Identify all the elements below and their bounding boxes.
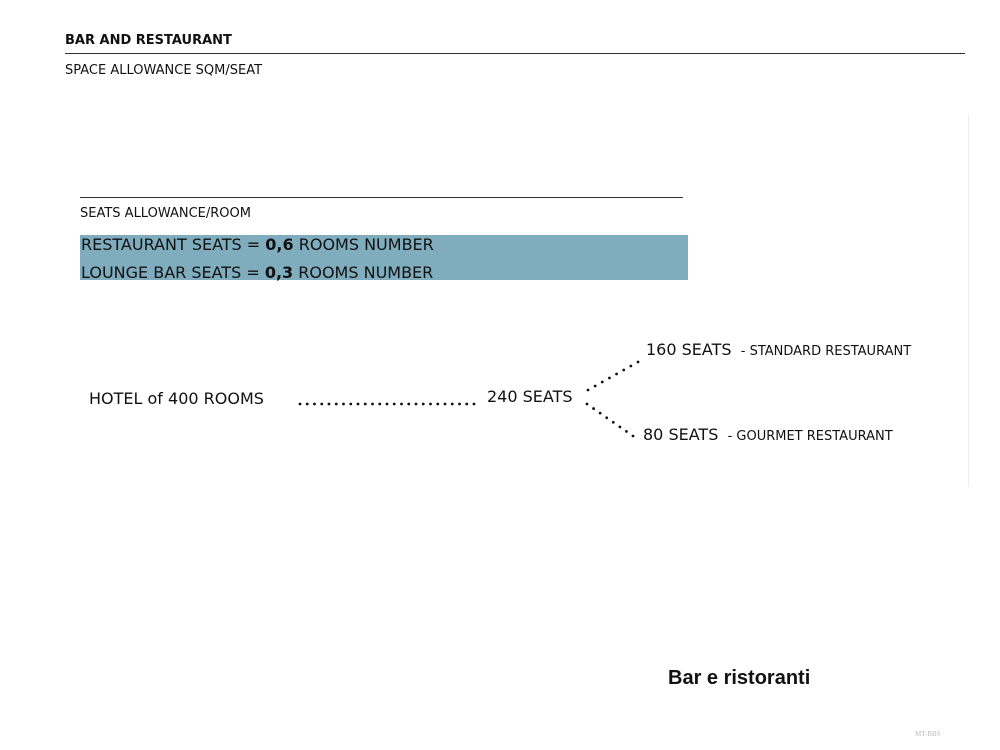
connector-dot [585, 402, 589, 406]
connector-dot [636, 360, 640, 364]
page-subtitle: SPACE ALLOWANCE SQM/SEAT [65, 63, 263, 78]
connector-dot [622, 368, 626, 372]
rule-text: LOUNGE BAR SEATS = [81, 263, 265, 282]
connector-dot [320, 402, 324, 406]
connector-dot [305, 402, 309, 406]
connector-dot [600, 380, 604, 384]
connector-dot [615, 372, 618, 376]
rule-value: 0,6 [265, 235, 294, 254]
connector-dot [465, 402, 469, 406]
connector-dot [458, 402, 461, 406]
connector-dot [400, 402, 403, 406]
branch-standard: 160 SEATS - STANDARD RESTAURANT [646, 340, 911, 359]
branch-gourmet: 80 SEATS - GOURMET RESTAURANT [643, 425, 893, 444]
connector-dot [586, 388, 590, 392]
footer-caption: Bar e ristoranti [668, 667, 811, 689]
connector-dot [429, 402, 432, 406]
rule-value: 0,3 [264, 263, 294, 282]
connector-dot [342, 402, 345, 406]
connector-dot [313, 402, 316, 406]
title-divider [65, 53, 965, 54]
connector-dot [349, 402, 353, 406]
lounge-bar-seats-rule: LOUNGE BAR SEATS = 0,3 ROOMS NUMBER [81, 263, 433, 282]
connector-dot [378, 402, 382, 406]
connector-dot [436, 402, 440, 406]
connector-dot [631, 434, 635, 438]
total-seats-label: 240 SEATS [487, 387, 573, 406]
rule-text: ROOMS NUMBER [293, 235, 434, 254]
rule-text: RESTAURANT SEATS = [81, 235, 266, 254]
connector-dot [625, 430, 628, 433]
section-heading: SEATS ALLOWANCE/ROOM [80, 206, 251, 221]
connector-dot [605, 416, 609, 420]
branch-seats: 160 SEATS [646, 340, 732, 359]
branch-seats: 80 SEATS [643, 425, 719, 444]
connector-dot [598, 411, 602, 415]
section-divider [80, 197, 683, 198]
connector-dot [593, 384, 597, 388]
connector-dot [450, 402, 454, 406]
right-edge-line [968, 115, 969, 487]
connector-dot [407, 402, 411, 406]
connector-dot [608, 376, 611, 380]
connector-dot [618, 425, 622, 429]
allowance-highlight-box: RESTAURANT SEATS = 0,6 ROOMS NUMBER LOUN… [80, 235, 688, 282]
connector-dot [443, 402, 447, 406]
connector-dot [327, 402, 331, 406]
connector-dot [363, 402, 367, 406]
connector-dot [298, 402, 302, 406]
connector-dot [611, 420, 615, 424]
page-title: BAR AND RESTAURANT [65, 33, 232, 48]
connector-dot [421, 402, 425, 406]
connector-dot [356, 402, 360, 406]
connector-dot [385, 402, 389, 406]
connector-dot [629, 364, 633, 368]
connector-dot [472, 402, 476, 406]
branch-label: - STANDARD RESTAURANT [736, 344, 912, 359]
restaurant-seats-rule: RESTAURANT SEATS = 0,6 ROOMS NUMBER [81, 235, 434, 254]
connector-dot [392, 402, 396, 406]
hotel-label: HOTEL of 400 ROOMS [89, 389, 264, 408]
connector-dot [592, 407, 595, 410]
connector-dot [414, 402, 418, 406]
watermark: MT-BBS [915, 730, 941, 738]
connector-dot [334, 402, 338, 406]
rule-text: ROOMS NUMBER [293, 263, 434, 282]
branch-label: - GOURMET RESTAURANT [723, 429, 893, 444]
connector-dot [371, 402, 374, 406]
